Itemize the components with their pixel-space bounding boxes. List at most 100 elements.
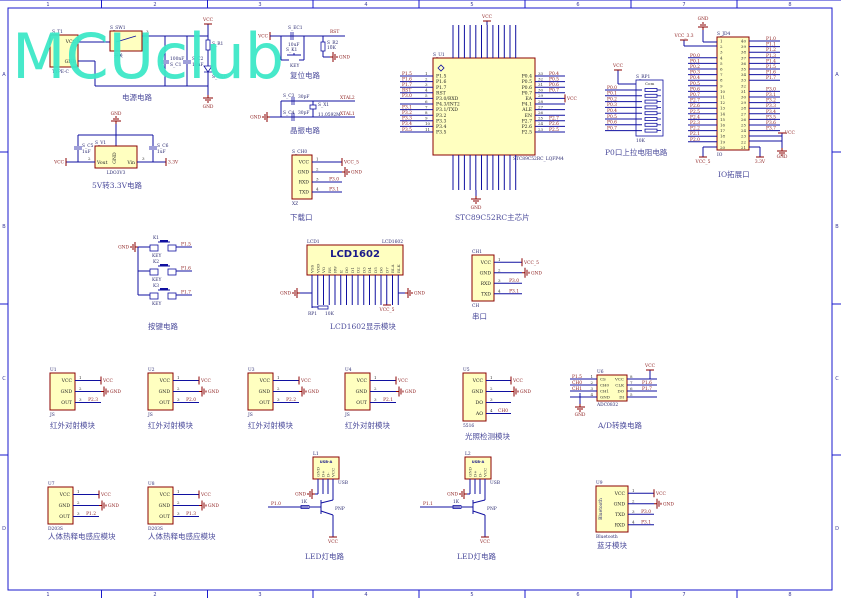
ground-symbol-icon (299, 386, 307, 397)
pin-number: 6 (425, 99, 428, 104)
pin-number: 22 (741, 139, 747, 144)
component-body (595, 485, 629, 533)
net-label: P2.0 (690, 138, 700, 143)
net-label: VCC (566, 97, 578, 102)
section-title: 人体热释电感应模块 (148, 531, 216, 541)
ground-symbol-icon (698, 22, 708, 30)
pin-number: 10 (425, 121, 431, 126)
pin-name: GND (316, 467, 321, 477)
ref-designator: S_C4 (283, 111, 295, 116)
net-label: GND (111, 112, 122, 117)
pin-name: DO (618, 389, 625, 394)
net-label: P3.1 (402, 105, 412, 110)
ground-symbol-icon (330, 52, 338, 62)
usb-connector (49, 34, 79, 68)
pin-name: P1.7 (436, 85, 446, 91)
net-label: P1.0 (271, 502, 281, 507)
pin-number: 1 (498, 257, 501, 262)
pin-number: 29 (538, 93, 544, 98)
pin-number: 10 (720, 89, 726, 94)
pin-number: 20 (720, 145, 726, 150)
pin-name: GND (65, 59, 77, 65)
net-label: P0.5 (690, 82, 700, 87)
pin-name: D3 (361, 267, 366, 273)
net-label: GND (339, 56, 350, 61)
net-label: P0.5 (549, 77, 559, 82)
net-label: P1.5 (181, 243, 191, 248)
pin-number: 32 (741, 83, 747, 88)
pin-name: EN (525, 113, 532, 119)
section-title: 人体热释电感应模块 (48, 531, 116, 541)
net-label: P3.4 (766, 110, 776, 115)
column-label: 1 (46, 592, 49, 598)
key-contact-icon (167, 244, 177, 252)
pin-number: 4 (632, 519, 635, 524)
cap-value: 10K (325, 312, 335, 317)
net-label: VCC_5 (523, 261, 539, 266)
pin-name: P2.5 (522, 130, 532, 136)
net-label: P3.1 (641, 520, 651, 525)
column-label: 6 (576, 2, 579, 8)
ldo-regulator (94, 145, 138, 169)
part-name: ADC0832 (596, 403, 618, 408)
net-label: GND (520, 390, 531, 395)
net-label: XTAL1 (340, 112, 355, 117)
row-label: D (2, 526, 6, 532)
net-label: P1.5 (572, 375, 582, 380)
pin-name: VCC (480, 260, 492, 266)
net-label: P0.2 (607, 97, 617, 102)
capacitor-icon (161, 60, 169, 64)
header-body (716, 36, 750, 151)
net-label: VCC (257, 35, 269, 40)
pin-number: 9 (720, 83, 723, 88)
pin-number: 11 (425, 127, 430, 132)
pin-number: 5 (425, 93, 428, 98)
pin-name: OUT (259, 400, 271, 406)
pin-number: 17 (720, 128, 726, 133)
net-label: VCC_3.3 (673, 34, 693, 39)
pin-name: GND (159, 389, 171, 395)
net-label: P3.3 (766, 104, 776, 109)
mcu-chip: S_U1STC89C52RC_LQFP44P1.51P1.5P1.62P1.6P… (400, 15, 578, 222)
ground-symbol-icon (777, 148, 787, 156)
pin-name: D4 (367, 267, 372, 273)
pin-number: 12 (720, 100, 726, 105)
net-label: P1.6 (766, 71, 776, 76)
ref-designator: U8 (148, 482, 155, 487)
pin-name: VCC (483, 468, 488, 478)
net-label: GND (698, 17, 709, 22)
pin-name: OUT (59, 514, 71, 520)
cap-value: 100nF (170, 57, 184, 62)
part-name: D203S (148, 527, 163, 532)
net-label: GND (250, 116, 261, 121)
ref-designator: K1 (153, 236, 159, 241)
section-title: 复位电路 (290, 70, 320, 80)
module-name: Bluetooth (599, 498, 604, 520)
pin-name: VCC (614, 377, 624, 382)
pin-name: GND (61, 389, 73, 395)
net-label: RST (330, 30, 339, 35)
net-label: P1.1 (423, 502, 433, 507)
net-label: GND (405, 390, 416, 395)
ground-symbol-icon (396, 386, 404, 397)
pin-name: ALE (521, 107, 532, 113)
resistor-network (635, 79, 664, 137)
cap-value: 30pF (298, 111, 309, 116)
net-label: P0.3 (690, 71, 700, 76)
resistor-icon (644, 111, 658, 116)
pin-number: 1 (316, 157, 319, 162)
pin-name: P1.5 (436, 74, 446, 80)
resistor-icon (644, 117, 658, 121)
pin-number: 29 (741, 100, 747, 105)
net-label: P1.7 (181, 291, 191, 296)
resistor-icon (644, 105, 658, 110)
ref-designator: S_C3 (283, 94, 295, 99)
part-name: CH (472, 304, 479, 309)
usb-label: USB-A (320, 460, 333, 464)
net-label: GND (280, 292, 291, 297)
section-title: IO拓展口 (718, 169, 750, 179)
net-label: VCC (481, 15, 493, 20)
